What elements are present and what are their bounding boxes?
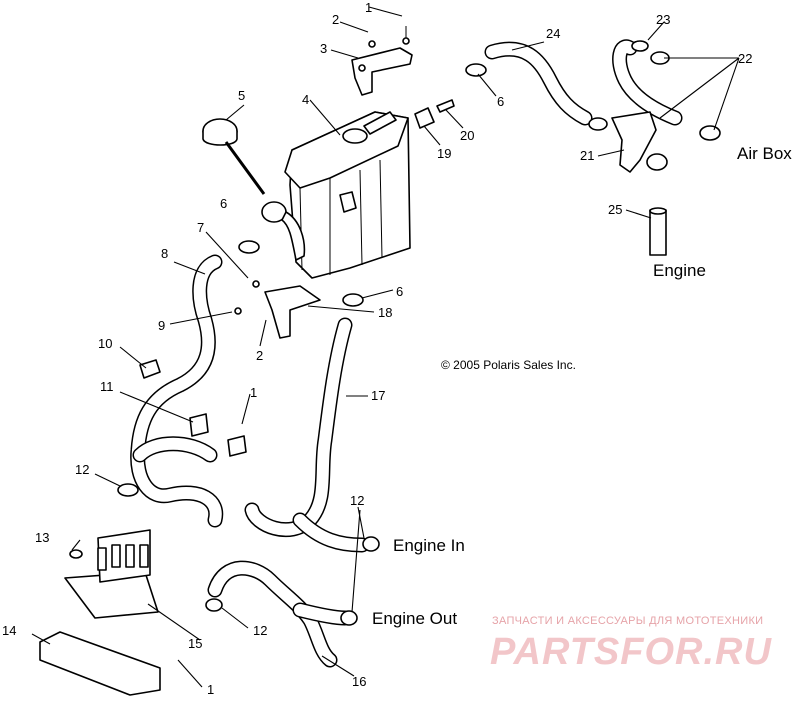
- coolant-reservoir: [261, 111, 411, 279]
- label-engine-in: Engine In: [393, 536, 465, 555]
- label-engine: Engine: [653, 261, 706, 280]
- callout-21: 21: [580, 148, 594, 163]
- heat-shield: [39, 529, 161, 696]
- callout-14: 14: [2, 623, 16, 638]
- overflow-hose: [244, 317, 370, 553]
- callout-9: 9: [158, 318, 165, 333]
- callout-16: 16: [352, 674, 366, 689]
- callout-1b: 1: [250, 385, 257, 400]
- reservoir-hose: [130, 254, 224, 528]
- watermark-tagline: ЗАПЧАСТИ И АКСЕССУАРЫ ДЛЯ МОТОТЕХНИКИ: [492, 615, 763, 627]
- label-engine-out: Engine Out: [372, 609, 457, 628]
- callout-8: 8: [161, 246, 168, 261]
- callout-1c: 1: [207, 682, 214, 697]
- callout-numbers: 1 2 3 4 5 6 19 20 24 6 23 22 21 25 7 8 6…: [2, 0, 752, 697]
- watermark: ЗАПЧАСТИ И АКСЕССУАРЫ ДЛЯ МОТОТЕХНИКИ PA…: [490, 615, 772, 673]
- callout-1: 1: [365, 0, 372, 15]
- fill-cap: [202, 118, 266, 195]
- callout-12: 12: [75, 462, 89, 477]
- callout-2: 2: [332, 12, 339, 27]
- callout-12b: 12: [350, 493, 364, 508]
- text-labels: Air Box Engine Engine In Engine Out © 20…: [372, 144, 792, 628]
- engine-hose: [207, 560, 353, 668]
- callout-10: 10: [98, 336, 112, 351]
- leader-lines: [31, 6, 740, 688]
- callout-6c: 6: [396, 284, 403, 299]
- callout-22: 22: [738, 51, 752, 66]
- label-air-box: Air Box: [737, 144, 792, 163]
- callout-4: 4: [302, 92, 309, 107]
- watermark-brand: PARTSFOR.RU: [490, 631, 772, 673]
- callout-11: 11: [100, 379, 114, 394]
- mounting-bracket: [351, 26, 413, 96]
- callout-12c: 12: [253, 623, 267, 638]
- callout-7: 7: [197, 220, 204, 235]
- callout-17: 17: [371, 388, 385, 403]
- callout-6: 6: [497, 94, 504, 109]
- callout-15: 15: [188, 636, 202, 651]
- callout-23: 23: [656, 12, 670, 27]
- callout-6b: 6: [220, 196, 227, 211]
- hose-clamps: [117, 240, 380, 626]
- callout-5: 5: [238, 88, 245, 103]
- fittings: [414, 99, 455, 129]
- callout-13: 13: [35, 530, 49, 545]
- callout-3: 3: [320, 41, 327, 56]
- callout-20: 20: [460, 128, 474, 143]
- copyright-text: © 2005 Polaris Sales Inc.: [441, 358, 576, 372]
- callout-18: 18: [378, 305, 392, 320]
- callout-19: 19: [437, 146, 451, 161]
- callout-24: 24: [546, 26, 560, 41]
- callout-25: 25: [608, 202, 622, 217]
- callout-2b: 2: [256, 348, 263, 363]
- air-box-hoses: [465, 39, 721, 256]
- hose-bracket: [234, 280, 321, 339]
